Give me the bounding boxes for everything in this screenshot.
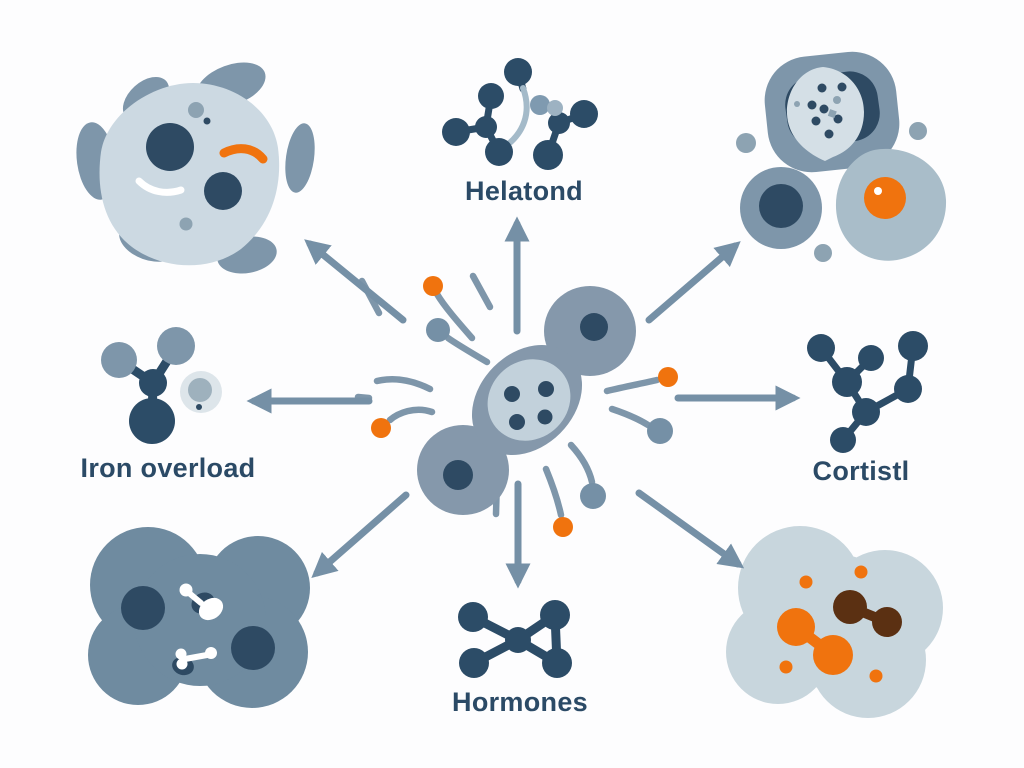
floating-dot [736,133,756,153]
fat-cell-body [726,526,943,718]
lobe-nucleus [443,460,473,490]
light-atom [530,95,550,115]
arrow-bottom-right [635,489,745,569]
blue-signal-dot [647,418,673,444]
blue-signal-dot [580,483,606,509]
cortisol-molecule-icon [807,331,928,453]
fat-cell-icon-bottom-right [726,526,943,718]
iron-molecule-icon [101,327,222,444]
speckle-dots [807,82,847,139]
label-hormones: Hormones [452,687,588,717]
atom-gray [157,327,195,365]
orange-signal-dot [658,367,678,387]
orange-core [864,177,906,219]
vesicle-dot [188,102,204,118]
floating-dot [909,122,927,140]
white-arc [135,177,185,196]
label-iron-overload: Iron overload [80,453,256,483]
orange-signal-dot [553,517,573,537]
hormones-molecule-icon [458,600,572,678]
brown-dumbbell-icon [833,590,902,637]
orange-core-highlight [874,187,882,195]
orange-specks [779,565,883,683]
cell-body [99,83,280,266]
cell-icon-top-left [76,62,315,274]
companion-cell-inner [188,378,212,402]
tiny-dot [203,117,211,125]
atom-dark-large [129,398,175,444]
vesicle-dot [179,217,193,231]
atom-dark-small [139,369,167,397]
bone-fragment-icon [179,583,224,621]
round-cell-nucleus [759,184,803,228]
molecule-light-bond [500,85,530,151]
orange-arc [219,144,268,164]
tissue-body [88,527,310,708]
tissue-nucleus [231,626,275,670]
light-atom [547,100,563,116]
lobe-nucleus [580,313,608,341]
molecule-atoms [807,331,928,453]
label-cortisol: Cortistl [812,456,910,486]
floating-dot [814,244,832,262]
radiating-arrows [246,216,801,589]
tissue-cell-icon-bottom-left [88,527,310,708]
blue-signal-dot [426,318,450,342]
orange-dumbbell-icon [777,608,853,675]
bone-fragment-icon [172,647,217,676]
tissue-nucleus [121,586,165,630]
speckle-gray-marks [794,96,841,119]
orange-signal-dot [371,418,391,438]
molecule-atoms [442,58,598,170]
arrow-top-left [304,239,407,324]
companion-cell-dot [196,404,202,410]
arrow-top-right [645,241,741,324]
atom-gray [101,342,137,378]
orange-signal-dot [423,276,443,296]
inner-dots [504,381,554,430]
arrow-bottom-left [311,491,410,578]
molecule-atoms [458,600,572,678]
nucleus-large [146,123,194,171]
cell-cluster-icon-top-right [736,51,947,262]
label-melatonin: Helatond [465,176,583,206]
melatonin-molecule-icon [442,58,598,170]
nucleus-small [204,172,242,210]
